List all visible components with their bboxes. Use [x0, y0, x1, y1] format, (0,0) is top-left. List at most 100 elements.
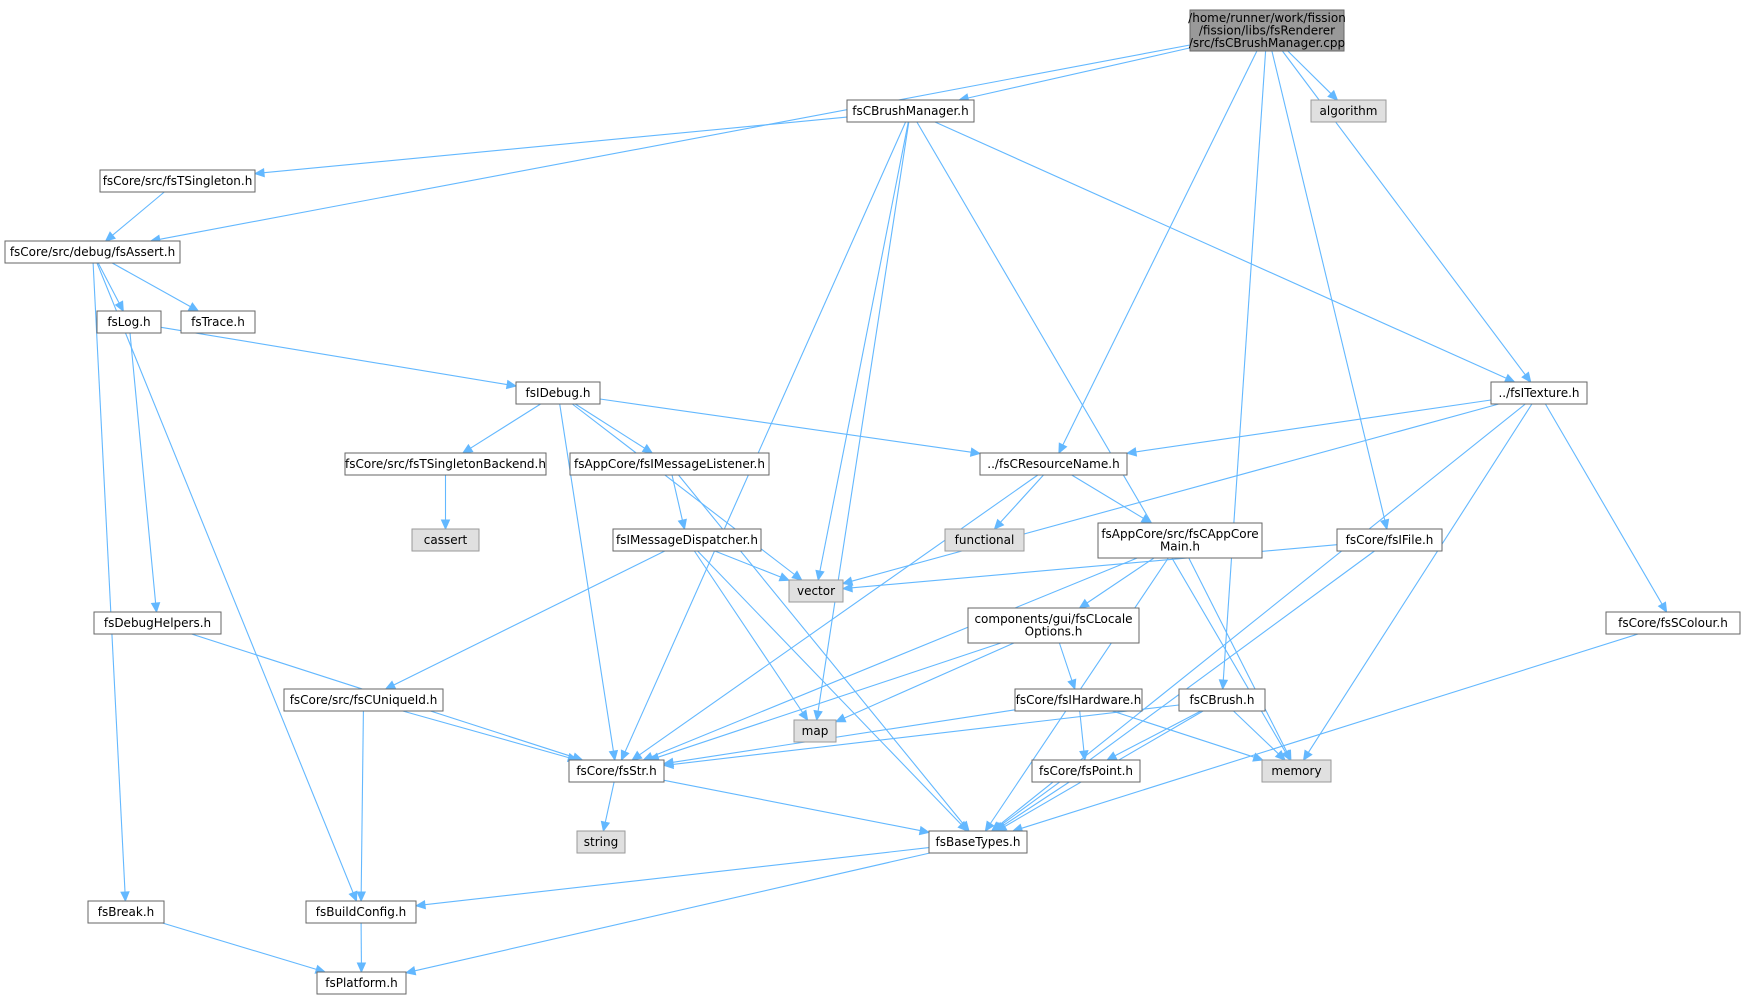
edge-arrowhead	[1327, 89, 1339, 101]
edge-arrowhead	[414, 899, 426, 910]
edge-arrowhead	[1503, 373, 1516, 383]
node-label: fsCore/fsStr.h	[576, 764, 656, 778]
node-msglistener[interactable]: fsAppCore/fsIMessageListener.h	[569, 452, 770, 476]
node-box	[515, 381, 601, 405]
node-trace[interactable]: fsTrace.h	[180, 310, 256, 334]
node-basetypes[interactable]: fsBaseTypes.h	[928, 830, 1028, 854]
node-singleton[interactable]: fsCore/src/fsTSingleton.h	[99, 169, 256, 193]
node-singletonbackend[interactable]: fsCore/src/fsTSingletonBackend.h	[344, 452, 547, 476]
node-label: /home/runner/work/fission	[1188, 11, 1346, 25]
edge-arrowhead	[253, 167, 265, 178]
edge-arrowhead	[1140, 513, 1153, 524]
edge-idebug-to-vector	[571, 403, 803, 581]
edge-ifile-to-vector	[841, 544, 1338, 593]
edge-arrowhead	[1657, 601, 1668, 614]
node-box	[1261, 759, 1332, 783]
edge-arrowhead	[114, 300, 124, 313]
edge-log-to-debughelpers	[129, 332, 161, 614]
edge-arrowhead	[1079, 750, 1089, 762]
edge-arrowhead	[505, 379, 518, 390]
node-box	[4, 240, 181, 264]
node-label: fsIDebug.h	[526, 386, 591, 400]
edge-arrowhead	[1521, 371, 1532, 383]
node-idebug[interactable]: fsIDebug.h	[515, 381, 601, 405]
edge-resname-to-functional	[993, 474, 1044, 530]
edge-uniqueid-to-buildconfig	[356, 710, 366, 903]
node-label: fsCore/fsPoint.h	[1039, 764, 1133, 778]
edge-ihardware-to-memory	[1112, 710, 1264, 762]
node-point[interactable]: fsCore/fsPoint.h	[1031, 759, 1141, 783]
edge-root-to-brushmgr	[957, 47, 1191, 103]
node-brushmgr[interactable]: fsCBrushManager.h	[846, 99, 975, 123]
edge-arrowhead	[150, 602, 161, 614]
edge-assert-to-buildconfig	[96, 262, 358, 903]
edge-arrowhead	[1106, 751, 1118, 761]
node-ihardware[interactable]: fsCore/fsIHardware.h	[1014, 688, 1143, 712]
node-brush[interactable]: fsCBrush.h	[1178, 688, 1266, 712]
edge-appcoremain-to-memory	[1188, 557, 1292, 762]
node-box	[283, 688, 444, 712]
node-functional: functional	[944, 528, 1025, 552]
edge-resname-to-str	[631, 474, 1039, 761]
node-debughelpers[interactable]: fsDebugHelpers.h	[93, 611, 222, 635]
node-label: fsDebugHelpers.h	[104, 616, 211, 630]
edge-arrowhead	[677, 518, 687, 531]
edge-brushmgr-to-itexture	[934, 121, 1516, 383]
edge-arrowhead	[600, 820, 611, 833]
edge-localeopts-to-map	[834, 642, 1015, 723]
edge-arrowhead	[404, 966, 417, 976]
node-label: algorithm	[1320, 104, 1378, 118]
node-box	[93, 611, 222, 635]
edge-str-to-string	[600, 781, 615, 833]
node-buildconfig[interactable]: fsBuildConfig.h	[305, 900, 417, 924]
node-box	[305, 900, 417, 924]
node-box	[1189, 9, 1345, 52]
node-platform[interactable]: fsPlatform.h	[316, 971, 407, 995]
edge-root-to-assert	[149, 44, 1191, 244]
edge-appcoremain-to-localeopts	[1078, 557, 1155, 609]
edge-arrowhead	[662, 759, 674, 770]
node-itexture[interactable]: ../fsITexture.h	[1490, 381, 1588, 405]
edge-arrowhead	[993, 821, 1006, 832]
node-root[interactable]: /home/runner/work/fission/fission/libs/f…	[1188, 9, 1346, 52]
node-assert[interactable]: fsCore/src/debug/fsAssert.h	[4, 240, 181, 264]
node-label: fsAppCore/fsIMessageListener.h	[574, 457, 765, 471]
edge-assert-to-log	[97, 262, 124, 313]
edge-arrowhead	[348, 890, 358, 903]
node-label: fsPlatform.h	[325, 976, 398, 990]
node-label: fsCore/src/debug/fsAssert.h	[10, 245, 175, 259]
edge-root-to-brush	[1218, 50, 1267, 691]
edge-arrowhead	[384, 680, 397, 690]
node-uniqueid[interactable]: fsCore/src/fsCUniqueId.h	[283, 688, 444, 712]
node-box	[96, 310, 162, 334]
edge-arrowhead	[1380, 518, 1390, 531]
edge-itexture-to-resname	[1125, 399, 1492, 457]
node-box	[1310, 99, 1387, 123]
edge-root-to-ifile	[1271, 50, 1390, 531]
node-break[interactable]: fsBreak.h	[87, 900, 165, 924]
node-msgdispatcher[interactable]: fsIMessageDispatcher.h	[612, 528, 762, 552]
node-str[interactable]: fsCore/fsStr.h	[568, 759, 665, 783]
node-scolour[interactable]: fsCore/fsSColour.h	[1605, 611, 1741, 635]
node-label: cassert	[424, 533, 468, 547]
edge-idebug-to-str	[559, 403, 619, 762]
edge-arrowhead	[1078, 598, 1091, 609]
node-label: vector	[797, 584, 835, 598]
node-ifile[interactable]: fsCore/fsIFile.h	[1336, 528, 1443, 552]
node-label: fsTrace.h	[191, 315, 245, 329]
node-box	[1605, 611, 1741, 635]
edge-localeopts-to-str	[648, 642, 1002, 762]
edge-ihardware-to-point	[1079, 710, 1089, 762]
node-map: map	[793, 719, 837, 743]
node-log[interactable]: fsLog.h	[96, 310, 162, 334]
node-box	[1490, 381, 1588, 405]
edge-arrowhead	[104, 231, 116, 242]
edge-arrowhead	[1282, 749, 1292, 762]
node-resname[interactable]: ../fsCResourceName.h	[979, 452, 1128, 476]
node-memory: memory	[1261, 759, 1332, 783]
edge-arrowhead	[356, 891, 366, 903]
node-box	[569, 452, 770, 476]
